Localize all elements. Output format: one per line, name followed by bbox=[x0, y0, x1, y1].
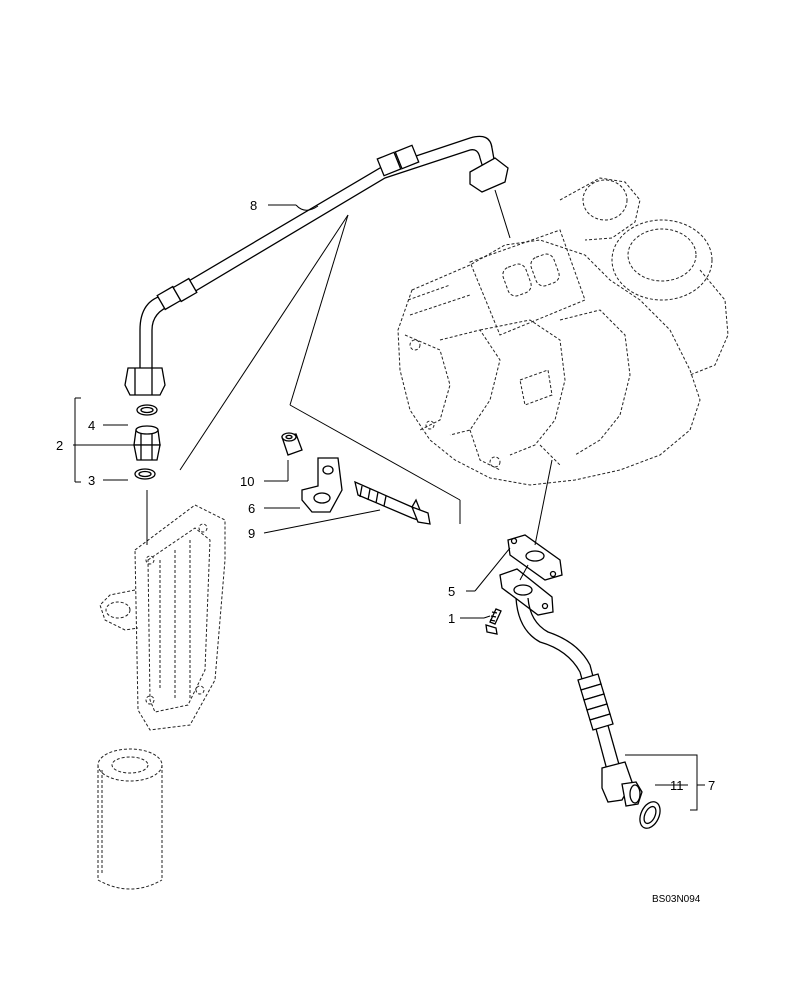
callout-4: 4 bbox=[88, 418, 95, 433]
leader-lines bbox=[73, 189, 705, 811]
oil-filter-head bbox=[99, 504, 226, 731]
drawing-code: BS03N094 bbox=[652, 894, 701, 905]
turbocharger bbox=[397, 177, 729, 486]
callout-5: 5 bbox=[448, 584, 455, 599]
callout-3: 3 bbox=[88, 473, 95, 488]
clamp-assembly bbox=[281, 432, 431, 525]
callout-2: 2 bbox=[56, 438, 63, 453]
adapter-fitting bbox=[133, 404, 161, 480]
callout-11: 11 bbox=[670, 778, 684, 793]
callout-1: 1 bbox=[448, 611, 455, 626]
callout-8: 8 bbox=[250, 198, 257, 213]
callout-9: 9 bbox=[248, 526, 255, 541]
callout-7: 7 bbox=[708, 778, 715, 793]
callout-labels: 1 2 3 4 5 6 7 8 9 10 11 bbox=[56, 198, 715, 793]
callout-6: 6 bbox=[248, 501, 255, 516]
oil-return-pipe bbox=[485, 534, 661, 829]
callout-10: 10 bbox=[240, 474, 254, 489]
oil-feed-pipe bbox=[124, 135, 509, 396]
oil-filter-cartridge bbox=[97, 748, 163, 890]
